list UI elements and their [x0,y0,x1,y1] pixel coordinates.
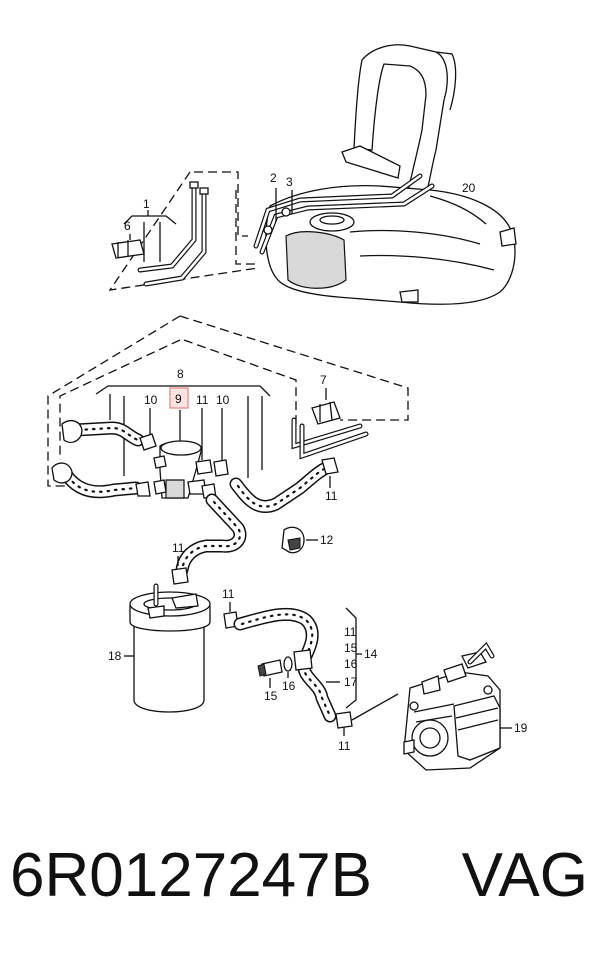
valve-9 [153,440,213,499]
callout-18: 18 [108,649,122,663]
bracket-14 [345,607,362,709]
fuel-tank-assembly [253,44,517,305]
hose-right-upper [229,461,333,513]
callout-9: 9 [175,392,182,406]
seal-16 [283,656,293,672]
clip-6 [111,239,145,259]
hose-left-upper [61,419,145,447]
leader-1 [143,210,161,262]
clamp-left-lower [135,481,151,497]
dashed-route-upper [108,171,259,291]
bracket-1 [123,215,177,225]
clamp-pump [335,711,353,729]
callout-12: 12 [320,533,334,547]
callout-10-right: 10 [216,393,230,407]
callout-1: 1 [143,197,150,211]
fuel-system-diagram: 2 3 20 1 6 8 9 10 11 10 [47,44,528,771]
callout-19: 19 [514,721,528,735]
t-piece [293,649,313,671]
pump-link-line [351,693,399,721]
high-pressure-pump-19 [403,641,501,771]
clamp-left-upper [139,433,157,451]
callout-7: 7 [320,373,327,387]
callout-17: 17 [344,675,358,689]
hard-lines-upper [137,181,209,287]
callout-15-left: 15 [264,689,278,703]
callout-2: 2 [270,171,277,185]
callout-11-filter-top: 11 [172,541,185,555]
clamp-filter-top [171,567,189,585]
clamp-11-right [321,457,339,475]
callout-8: 8 [177,367,184,381]
dashed-route-middle [47,315,409,487]
hose-left-lower [51,462,143,499]
bracket-8 [95,385,271,397]
hose-to-filter [175,493,247,577]
clamp-mid-1 [213,459,229,477]
callout-15-group: 15 [344,641,358,655]
callout-20: 20 [462,181,476,195]
callout-6: 6 [124,219,131,233]
callout-10-left: 10 [144,393,158,407]
brand-name: VAG [461,841,588,910]
callout-11-group: 11 [344,625,357,639]
callout-3: 3 [286,175,293,189]
hose-to-pump [233,607,319,667]
callout-9-highlight [169,387,189,409]
callout-16-left: 16 [282,679,296,693]
callout-14: 14 [364,647,378,661]
hose-to-pump-lower [297,657,337,723]
hard-lines-middle [291,417,369,460]
fuel-filter-18 [129,583,211,713]
callout-11-right: 11 [325,489,338,503]
clip-7 [311,401,341,425]
callout-16-group: 16 [344,657,358,671]
part-number: 6R0127247B [10,841,372,910]
callout-11-bottom: 11 [338,739,351,753]
callout-11-filter-right: 11 [222,587,235,601]
callout-11-top: 11 [196,393,209,407]
